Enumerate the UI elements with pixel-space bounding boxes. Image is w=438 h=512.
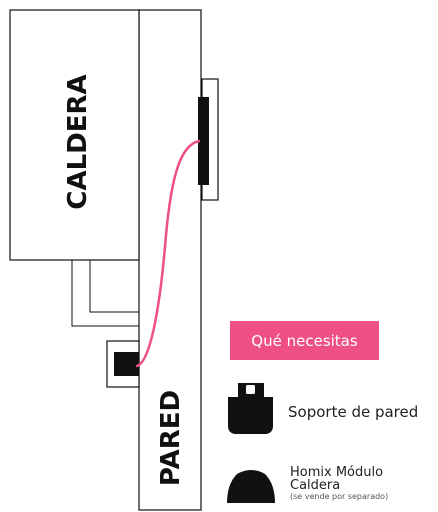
boiler-label: CALDERA <box>63 74 93 209</box>
needs-badge-bg <box>230 321 379 360</box>
thermostat-device <box>198 97 209 185</box>
boiler-module-icon <box>227 470 275 503</box>
pipe-inner <box>89 260 139 313</box>
cable <box>135 139 201 368</box>
boiler-module-label: Homix Módulo Caldera (se vende por separ… <box>290 466 388 501</box>
boiler-module-note: (se vende por separado) <box>290 492 389 501</box>
needs-title: Qué necesitas <box>251 331 358 350</box>
wall-bracket-icon <box>228 383 273 434</box>
wall-bracket-label: Soporte de pared <box>288 403 419 421</box>
boiler-module-device <box>114 352 139 376</box>
wall-outline <box>138 9 202 511</box>
pipe-outer <box>71 260 139 327</box>
wall-label: PARED <box>156 390 186 486</box>
boiler-module-label-line2: Caldera <box>290 478 341 493</box>
boiler-module-label-line1: Homix Módulo <box>290 465 384 480</box>
boiler-outline <box>9 9 140 261</box>
